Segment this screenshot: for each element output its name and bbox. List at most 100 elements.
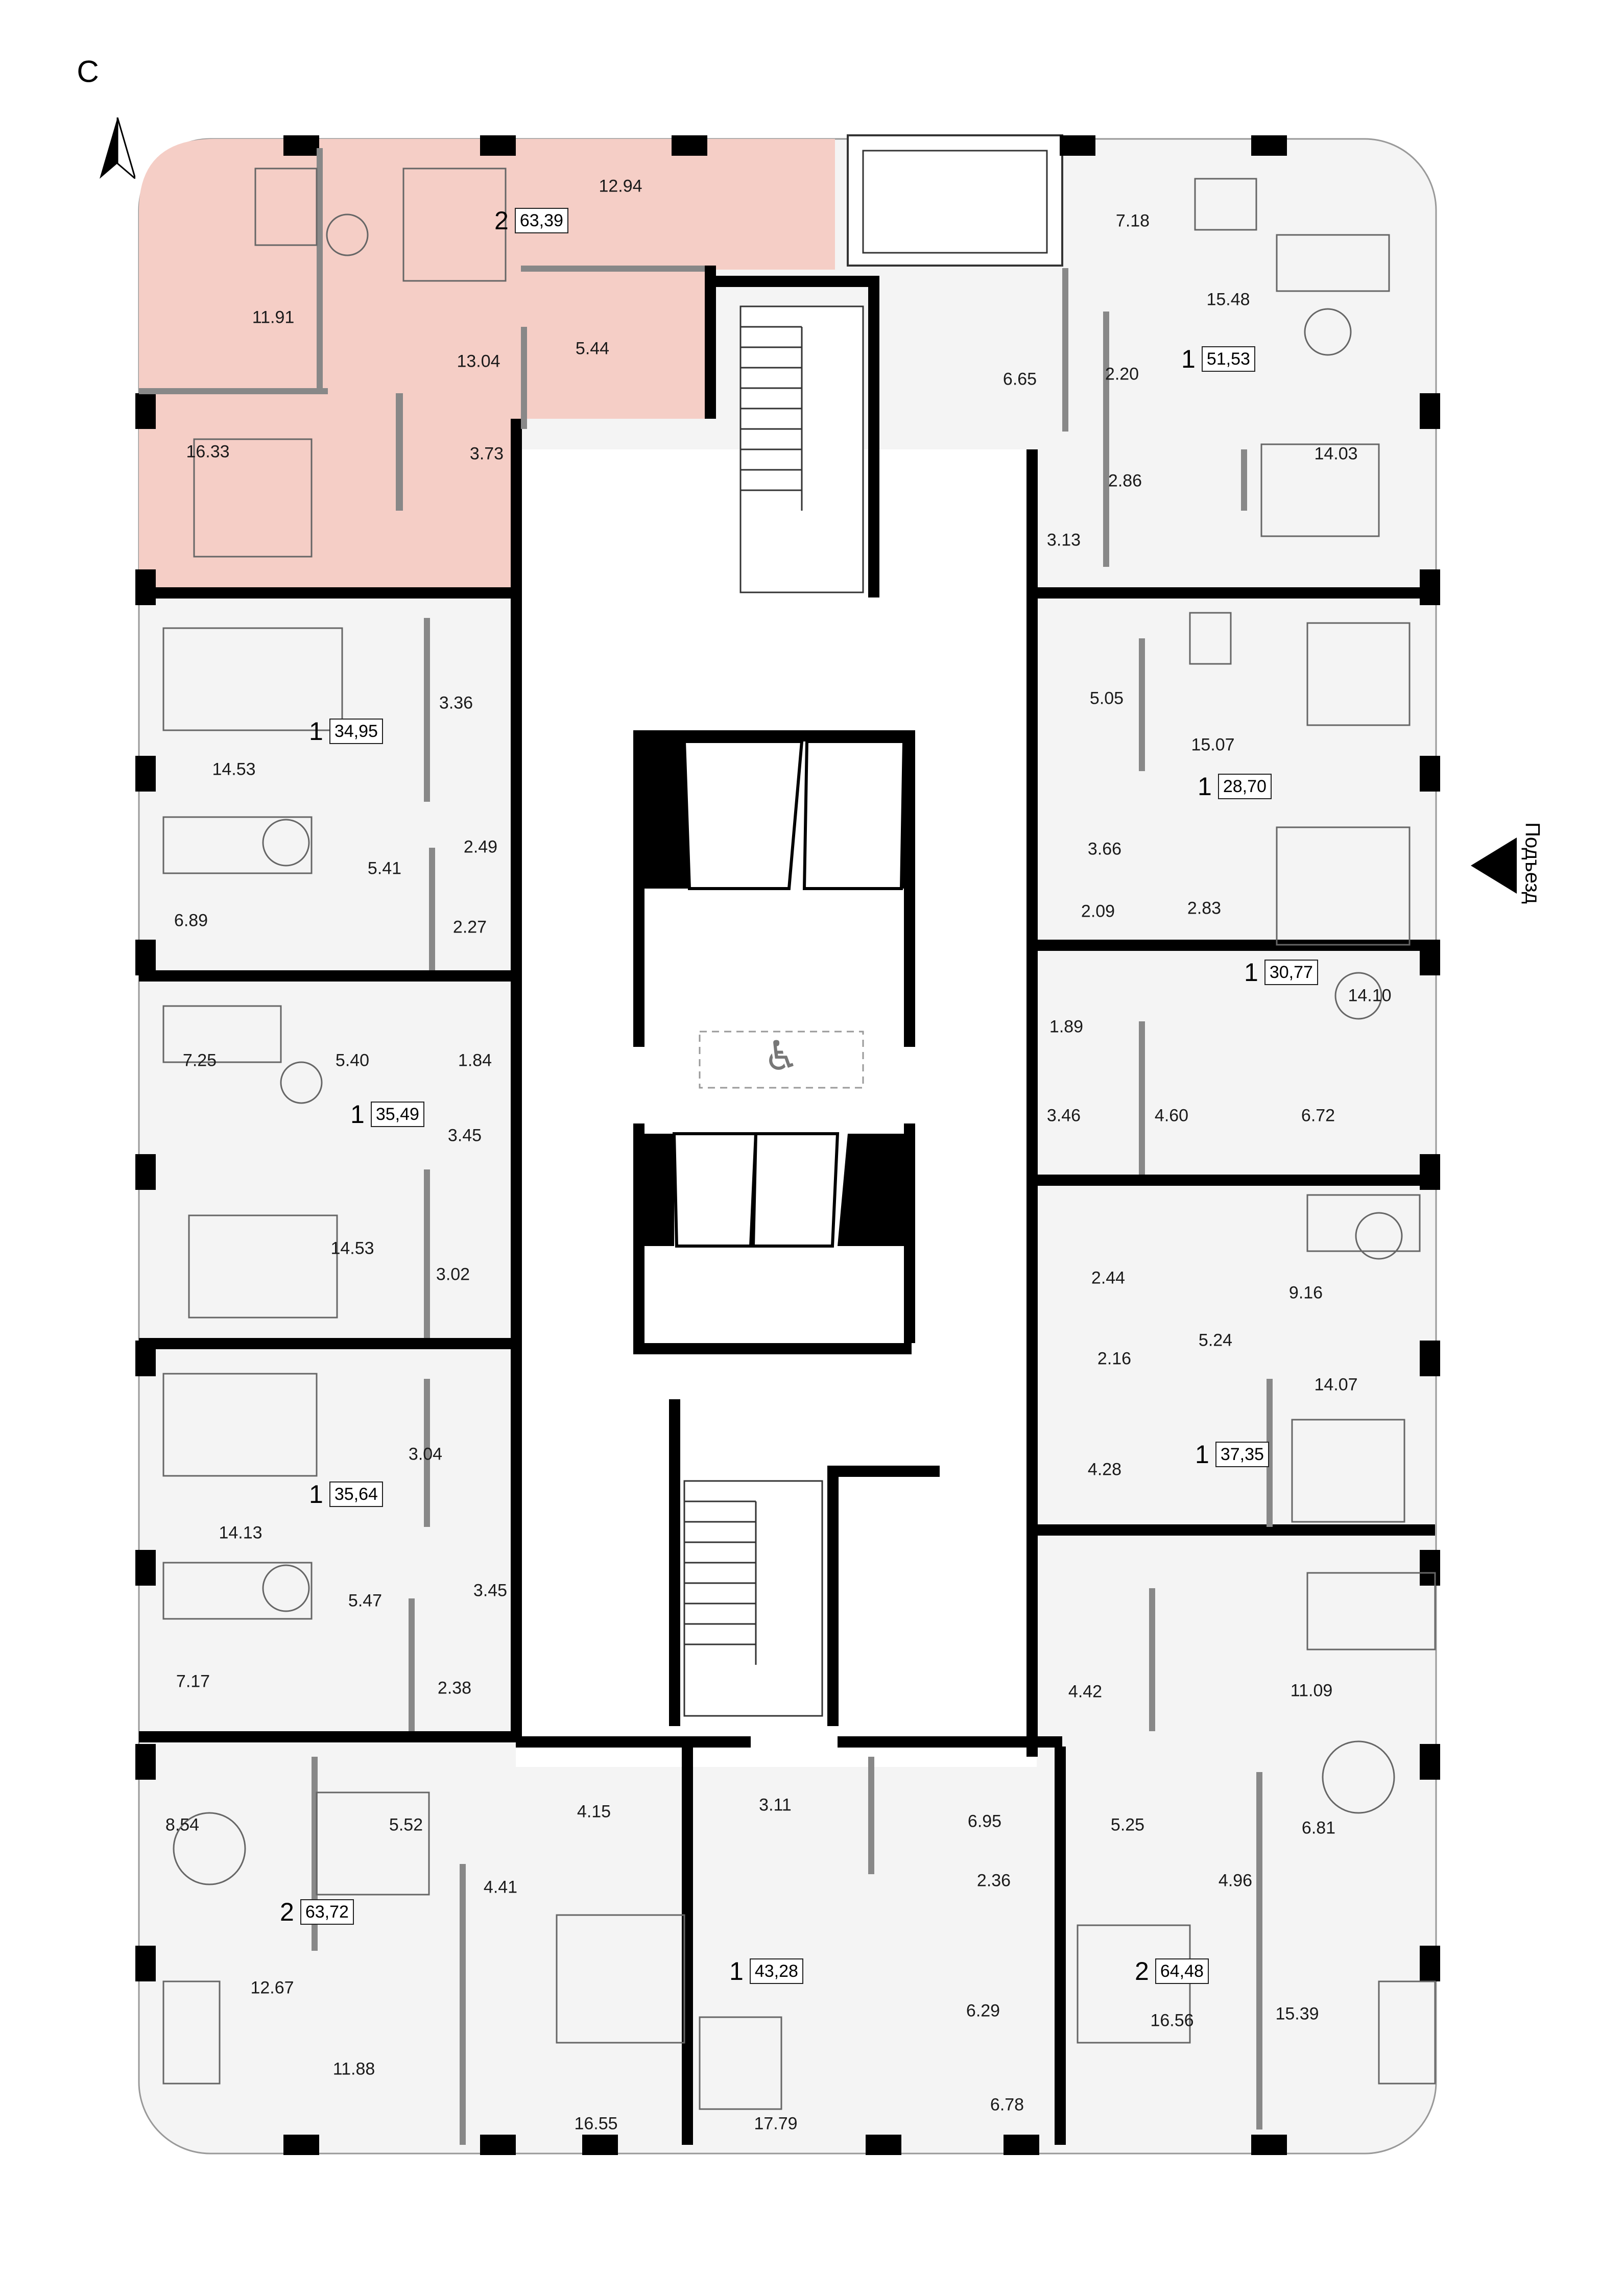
room-area: 3.04 xyxy=(408,1444,443,1464)
room-area: 7.25 xyxy=(182,1050,217,1070)
room-area: 6.89 xyxy=(174,911,208,930)
room-area: 6.95 xyxy=(967,1811,1002,1831)
apartment-rooms: 1 xyxy=(1195,1440,1209,1469)
entrance-arrow-icon xyxy=(1471,838,1517,894)
room-area: 9.16 xyxy=(1288,1283,1323,1303)
stairs-top xyxy=(739,305,864,593)
north-label: С xyxy=(77,54,99,89)
apartment-rooms: 1 xyxy=(1244,958,1258,987)
room-area: 16.33 xyxy=(186,442,230,462)
apartment-rooms: 1 xyxy=(729,1957,744,1986)
room-area: 5.05 xyxy=(1089,688,1124,708)
room-area: 2.27 xyxy=(452,917,487,937)
room-area: 16.55 xyxy=(574,2114,618,2134)
room-area: 3.36 xyxy=(439,693,473,713)
room-area: 6.78 xyxy=(990,2095,1024,2115)
apartment-rooms: 1 xyxy=(350,1100,365,1129)
room-area: 4.96 xyxy=(1218,1871,1253,1891)
room-area: 7.17 xyxy=(176,1671,210,1691)
apartment-area: 35,49 xyxy=(370,1102,424,1127)
room-area: 3.13 xyxy=(1046,530,1081,550)
room-area: 2.86 xyxy=(1108,471,1142,491)
entrance-label: Подъезд xyxy=(1521,822,1544,904)
room-area: 5.24 xyxy=(1198,1330,1233,1350)
apartment-area: 35,64 xyxy=(329,1481,383,1507)
room-area: 3.66 xyxy=(1087,839,1122,859)
furniture xyxy=(162,168,1436,2110)
room-area: 3.45 xyxy=(447,1126,482,1145)
wheelchair-icon: ♿ xyxy=(763,1032,800,1080)
room-area: 14.03 xyxy=(1314,444,1358,464)
room-area: 14.53 xyxy=(212,759,256,779)
room-area: 11.88 xyxy=(332,2059,375,2079)
accessible-zone xyxy=(699,1031,864,1089)
room-area: 5.25 xyxy=(1110,1815,1145,1835)
apartment-area: 43,28 xyxy=(749,1958,803,1984)
apartment-rooms: 1 xyxy=(309,717,323,746)
room-area: 4.15 xyxy=(577,1802,611,1822)
room-area: 6.29 xyxy=(966,2001,1000,2021)
stairs-bottom xyxy=(683,1480,823,1717)
apartment-area: 28,70 xyxy=(1217,774,1272,799)
apartment-area: 63,39 xyxy=(514,208,568,233)
room-area: 3.73 xyxy=(469,444,504,464)
apartment-rooms: 2 xyxy=(1135,1957,1149,1986)
room-area: 16.56 xyxy=(1150,2011,1194,2030)
room-area: 6.81 xyxy=(1301,1818,1336,1838)
balcony xyxy=(847,134,1063,267)
apartment-rooms: 1 xyxy=(309,1480,323,1509)
room-area: 15.07 xyxy=(1191,735,1235,755)
highlighted-apartment xyxy=(139,139,835,587)
room-area: 11.09 xyxy=(1290,1681,1333,1701)
room-area: 2.20 xyxy=(1105,364,1139,384)
room-area: 2.49 xyxy=(463,837,498,857)
apartment-rooms: 1 xyxy=(1198,772,1212,801)
room-area: 17.79 xyxy=(754,2114,798,2134)
window-piers xyxy=(135,135,1440,2155)
room-area: 3.02 xyxy=(436,1264,470,1284)
room-area: 3.11 xyxy=(759,1795,792,1815)
room-area: 2.38 xyxy=(437,1678,472,1698)
room-area: 11.91 xyxy=(252,307,295,327)
room-area: 4.28 xyxy=(1087,1460,1122,1479)
room-area: 5.47 xyxy=(348,1591,383,1611)
room-area: 14.10 xyxy=(1348,986,1392,1006)
room-area: 7.18 xyxy=(1115,211,1150,231)
room-area: 2.36 xyxy=(976,1871,1011,1891)
room-area: 1.89 xyxy=(1049,1017,1084,1037)
room-area: 2.83 xyxy=(1187,898,1222,918)
room-area: 15.48 xyxy=(1206,290,1250,309)
apartment-rooms: 2 xyxy=(494,206,509,235)
room-area: 2.16 xyxy=(1097,1349,1132,1369)
room-area: 2.09 xyxy=(1081,901,1115,921)
walls xyxy=(139,266,1435,2145)
apartment-area: 64,48 xyxy=(1155,1958,1209,1984)
apartment-area: 63,72 xyxy=(300,1899,354,1925)
room-area: 4.41 xyxy=(483,1877,518,1897)
room-area: 5.41 xyxy=(367,858,402,878)
room-area: 5.44 xyxy=(575,339,610,358)
room-area: 14.53 xyxy=(330,1238,374,1258)
apartment-area: 30,77 xyxy=(1264,960,1318,985)
room-area: 15.39 xyxy=(1275,2004,1319,2024)
room-area: 4.42 xyxy=(1068,1682,1103,1702)
room-area: 3.45 xyxy=(473,1581,508,1600)
north-arrow-icon xyxy=(100,117,135,179)
room-area: 2.44 xyxy=(1091,1268,1126,1288)
room-area: 5.40 xyxy=(335,1050,370,1070)
room-area: 6.65 xyxy=(1002,369,1037,389)
room-area: 5.52 xyxy=(389,1815,423,1835)
apartment-rooms: 1 xyxy=(1181,345,1196,373)
apartment-area: 37,35 xyxy=(1215,1442,1269,1467)
